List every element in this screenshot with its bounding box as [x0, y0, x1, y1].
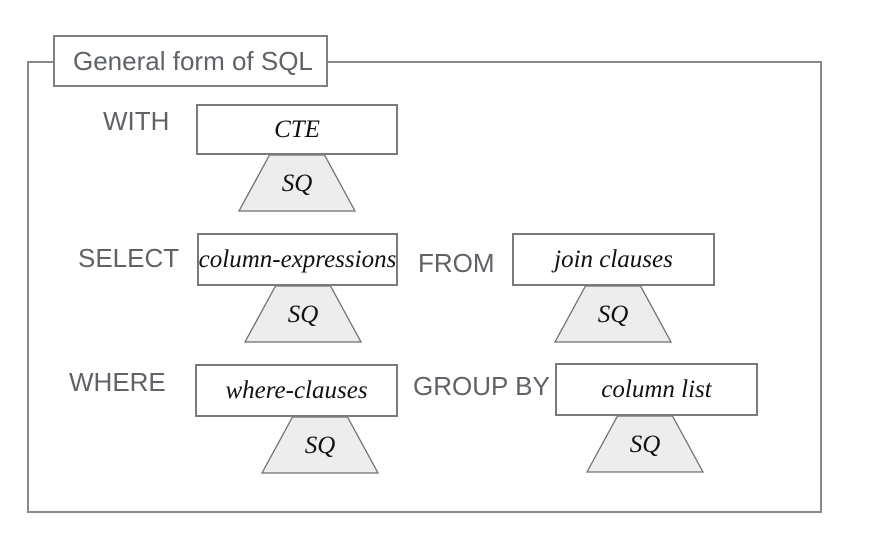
trapezoid-shape [261, 416, 379, 474]
operand-label-cte: CTE [274, 115, 320, 143]
operand-box-column-expressions: column-expressions [197, 233, 398, 286]
keyword-with: WITH [103, 106, 170, 136]
operand-label-column-list: column list [601, 375, 712, 403]
diagram-title-box: General form of SQL [53, 35, 328, 87]
operand-box-column-list: column list [555, 363, 758, 416]
subquery-label-with: SQ [281, 170, 313, 197]
keyword-from: FROM [418, 248, 495, 278]
subquery-label-where: SQ [304, 432, 336, 459]
keyword-where: WHERE [69, 367, 166, 397]
operand-box-join-clauses: join clauses [512, 233, 715, 286]
trapezoid-shape [554, 285, 672, 343]
operand-label-column-expressions: column-expressions [198, 245, 397, 273]
keyword-group-by: GROUP BY [413, 371, 550, 401]
subquery-label-group-by: SQ [629, 431, 661, 458]
subquery-trapezoid-from: SQ [554, 285, 672, 343]
subquery-trapezoid-group-by: SQ [586, 415, 704, 473]
trapezoid-shape [238, 154, 356, 212]
subquery-label-from: SQ [597, 301, 629, 328]
operand-box-where-clauses: where-clauses [195, 364, 398, 417]
operand-label-where-clauses: where-clauses [225, 376, 368, 404]
subquery-trapezoid-where: SQ [261, 416, 379, 474]
subquery-trapezoid-with: SQ [238, 154, 356, 212]
diagram-title: General form of SQL [73, 45, 313, 76]
operand-box-cte: CTE [196, 104, 398, 155]
operand-label-join-clauses: join clauses [554, 245, 673, 273]
trapezoid-shape [244, 285, 362, 343]
outer-frame [27, 61, 822, 513]
trapezoid-shape [586, 415, 704, 473]
keyword-select: SELECT [78, 243, 180, 273]
subquery-label-select: SQ [287, 301, 319, 328]
subquery-trapezoid-select: SQ [244, 285, 362, 343]
